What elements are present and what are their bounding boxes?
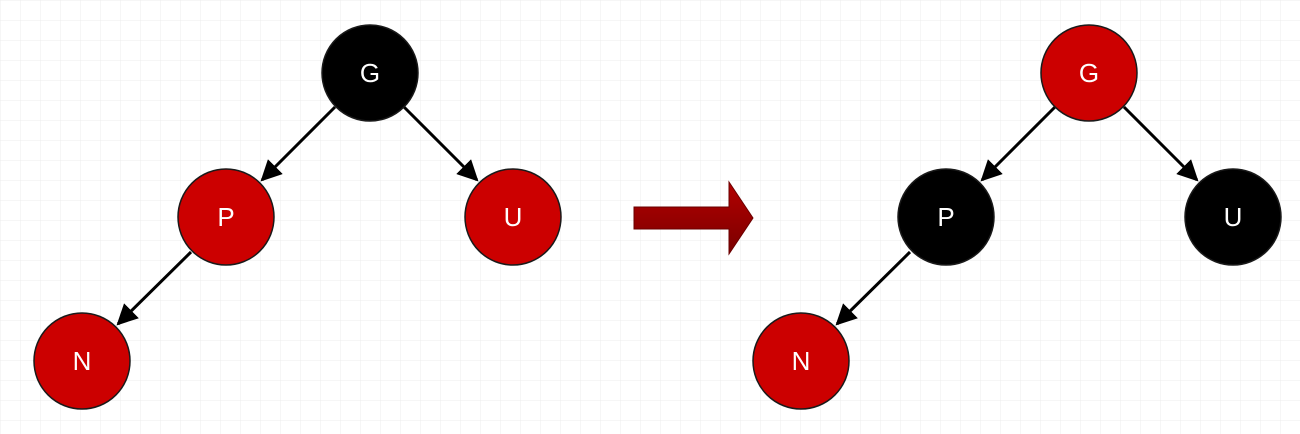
edge-g-to-u [1122,105,1199,182]
node-label: P [937,202,954,232]
right-arrow-icon [633,180,754,256]
before-node-g: G [321,24,419,122]
after-node-u: U [1184,168,1282,266]
node-circle [752,312,850,410]
node-label: U [1224,202,1243,232]
after-node-g: G [1040,24,1138,122]
node-circle [464,168,562,266]
edge-p-to-n [116,250,193,326]
node-circle [1040,24,1138,122]
before-tree: G P U N [33,24,562,410]
before-node-p: P [177,168,275,266]
edge-g-to-p [980,105,1057,182]
node-label: G [360,58,380,88]
edge-g-to-u [402,105,479,182]
node-label: U [504,202,523,232]
node-circle [1184,168,1282,266]
after-node-n: N [752,312,850,410]
node-label: N [792,346,811,376]
node-label: N [73,346,92,376]
node-label: G [1079,58,1099,88]
after-node-p: P [897,168,995,266]
node-circle [33,312,131,410]
after-tree: G P U N [752,24,1282,410]
edge-p-to-n [835,250,912,326]
node-label: P [217,202,234,232]
edge-g-to-p [260,105,337,182]
node-circle [321,24,419,122]
node-circle [897,168,995,266]
node-circle [177,168,275,266]
before-node-n: N [33,312,131,410]
before-node-u: U [464,168,562,266]
